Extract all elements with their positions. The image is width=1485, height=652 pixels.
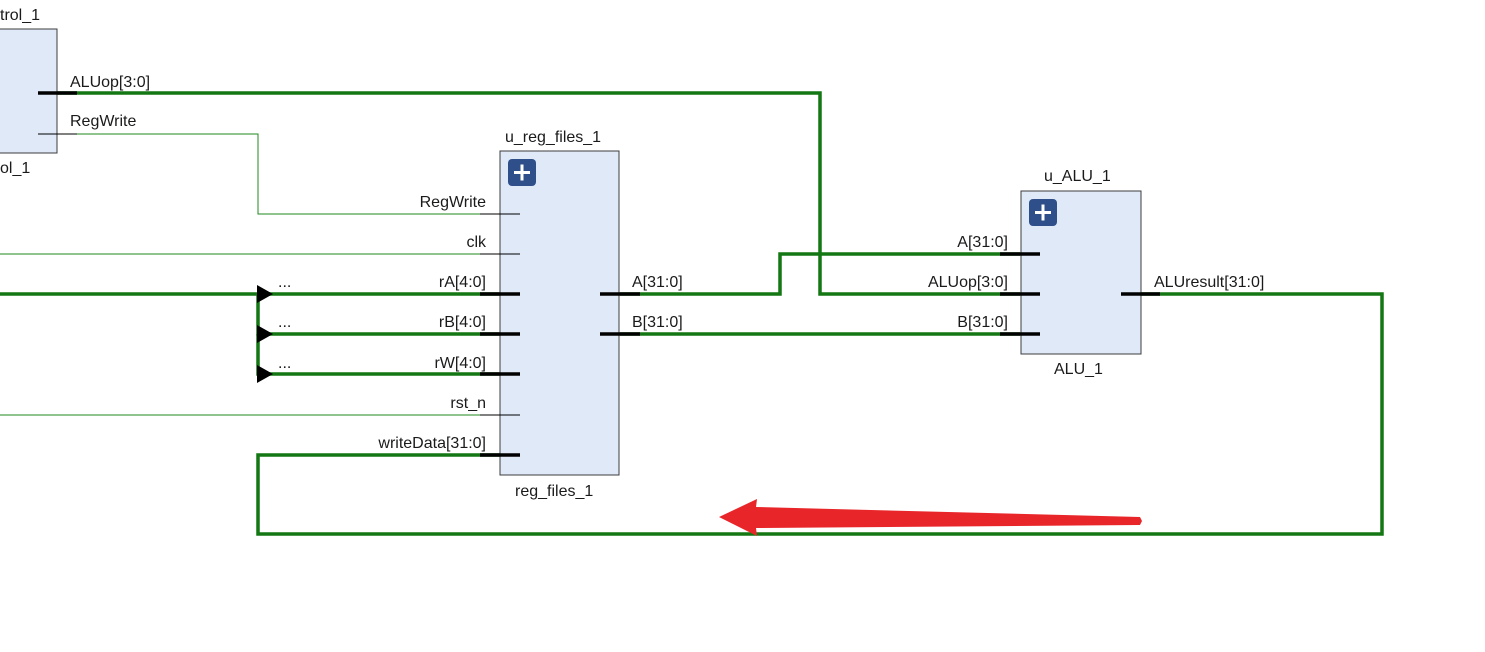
reg-files-instance-label: u_reg_files_1 [505, 129, 601, 146]
red-arrow-annotation [719, 499, 1142, 536]
ellipsis-rb: ... [278, 314, 291, 331]
plus-icon [1035, 204, 1051, 221]
wire-aluop[interactable] [38, 91, 1020, 296]
wire-a[interactable] [620, 252, 1020, 296]
reg-files-port-rw: rW[4:0] [434, 355, 486, 372]
alu-block[interactable] [1000, 190, 1160, 355]
control-instance-label: trol_1 [0, 7, 40, 24]
ripper-ra[interactable] [257, 285, 273, 303]
control-block[interactable] [0, 28, 77, 154]
ripper-rw[interactable] [257, 365, 273, 383]
wire-regwrite[interactable] [38, 133, 500, 215]
alu-module-label: ALU_1 [1054, 361, 1103, 378]
control-module-label: ol_1 [0, 160, 30, 177]
reg-files-port-a-out: A[31:0] [632, 274, 683, 291]
ripper-rb[interactable] [257, 325, 273, 343]
plus-icon [514, 164, 530, 181]
alu-port-aluresult: ALUresult[31:0] [1154, 274, 1264, 291]
alu-instance-label: u_ALU_1 [1044, 168, 1111, 185]
reg-files-port-ra: rA[4:0] [439, 274, 486, 291]
alu-port-b: B[31:0] [957, 314, 1008, 331]
reg-files-port-writedata: writeData[31:0] [377, 435, 486, 452]
reg-files-port-rb: rB[4:0] [439, 314, 486, 331]
reg-files-port-clk: clk [466, 234, 487, 251]
ellipsis-ra: ... [278, 274, 291, 291]
alu-expand-button[interactable] [1029, 199, 1057, 226]
reg-files-module-label: reg_files_1 [515, 483, 593, 500]
control-port-aluop: ALUop[3:0] [70, 74, 150, 91]
control-port-regwrite: RegWrite [70, 113, 136, 130]
ellipsis-rw: ... [278, 355, 291, 372]
alu-port-aluop: ALUop[3:0] [928, 274, 1008, 291]
reg-files-port-regwrite: RegWrite [420, 194, 486, 211]
wire-aluresult-feedback[interactable] [256, 292, 1384, 536]
reg-files-port-b-out: B[31:0] [632, 314, 683, 331]
reg-files-port-rst-n: rst_n [450, 395, 486, 412]
reg-files-expand-button[interactable] [508, 159, 536, 186]
alu-port-a: A[31:0] [957, 234, 1008, 251]
reg-files-block[interactable] [480, 150, 640, 476]
